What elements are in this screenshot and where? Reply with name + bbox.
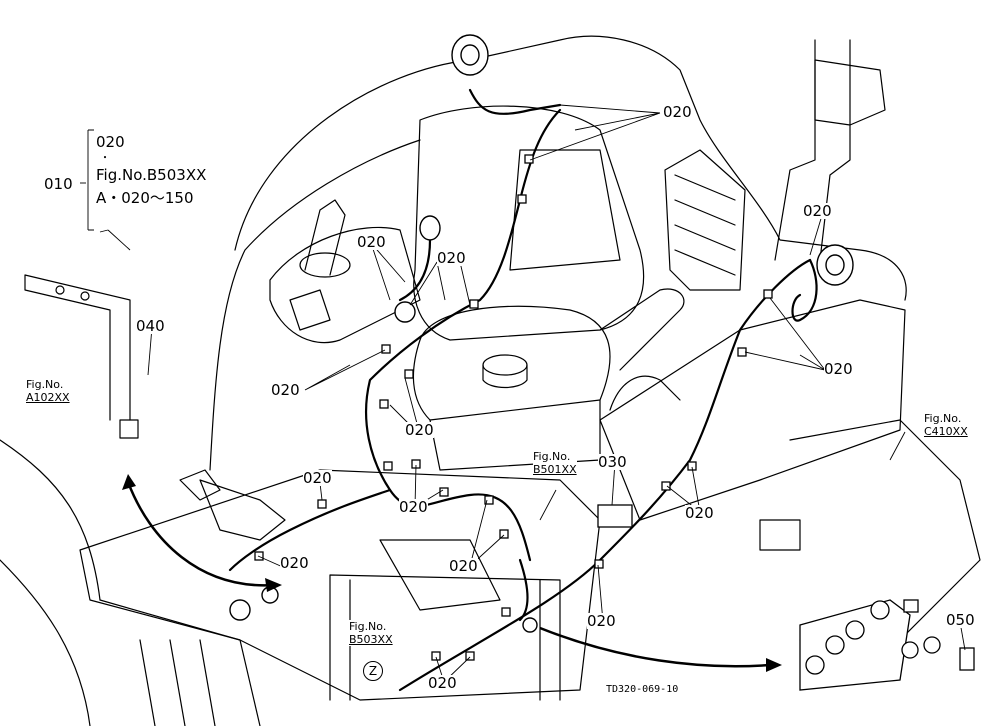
callout-020: 020 (303, 469, 332, 487)
operator-platform (79, 469, 601, 701)
figure-ref-number: C410XX (924, 425, 968, 438)
callout-040: 040 (136, 317, 165, 335)
callout-020: 020 (428, 674, 457, 692)
callout-020: 020 (803, 202, 832, 220)
harness-right (398, 258, 812, 692)
callout-020: 020 (824, 360, 853, 378)
group-line-3: A・020～150 (96, 189, 194, 207)
figure-ref-number: B503XX (349, 633, 393, 646)
left-console (269, 226, 421, 344)
fuel-cap (482, 354, 528, 376)
callout-020: 020 (280, 554, 309, 572)
arrow-to-detail-a102 (126, 481, 276, 587)
terminal-strip-detail (799, 599, 911, 691)
figure-ref-label: Fig.No. (533, 450, 571, 463)
group-line-dot: ・ (100, 153, 110, 164)
figure-ref-a102: Fig.No. A102XX (26, 378, 70, 404)
left-bracket (24, 274, 131, 421)
arrow-to-detail-c410 (539, 626, 771, 668)
callout-020: 020 (663, 103, 692, 121)
rear-panel (664, 149, 746, 291)
callout-020: 020 (271, 381, 300, 399)
callout-050: 050 (946, 611, 975, 629)
rops-post (774, 39, 851, 261)
callout-020: 020 (587, 612, 616, 630)
callout-020: 020 (399, 498, 428, 516)
figure-ref-b501: Fig.No. B501XX (533, 450, 577, 476)
group-line-2: Fig.No.B503XX (96, 166, 207, 184)
figure-ref-number: B501XX (533, 463, 577, 476)
figure-ref-c410: Fig.No. C410XX (924, 412, 968, 438)
figure-ref-label: Fig.No. (349, 620, 387, 633)
seat-cushion (412, 305, 611, 421)
callout-020: 020 (437, 249, 466, 267)
figure-ref-label: Fig.No. (924, 412, 962, 425)
figure-ref-number: A102XX (26, 391, 70, 404)
callout-020: 020 (357, 233, 386, 251)
fender-outline (234, 35, 907, 301)
operator-seat (413, 105, 645, 341)
figure-ref-label: Fig.No. (26, 378, 64, 391)
harness-left (228, 488, 392, 572)
right-fender (599, 299, 906, 521)
drawing-code: TD320-069-10 (606, 684, 679, 695)
left-fender-outline (209, 139, 421, 471)
group-item-number: 010 (44, 175, 73, 193)
callout-020: 020 (449, 557, 478, 575)
figure-ref-b503: Fig.No. B503XX (349, 620, 393, 646)
callout-020: 020 (405, 421, 434, 439)
floor-mat (379, 539, 501, 611)
brake-pedal (199, 479, 286, 541)
callout-030: 030 (598, 453, 627, 471)
group-line-1: 020 (96, 133, 125, 151)
view-marker-z: Z (363, 661, 383, 681)
right-armrest (599, 288, 685, 371)
joystick (304, 199, 346, 276)
callout-020: 020 (685, 504, 714, 522)
